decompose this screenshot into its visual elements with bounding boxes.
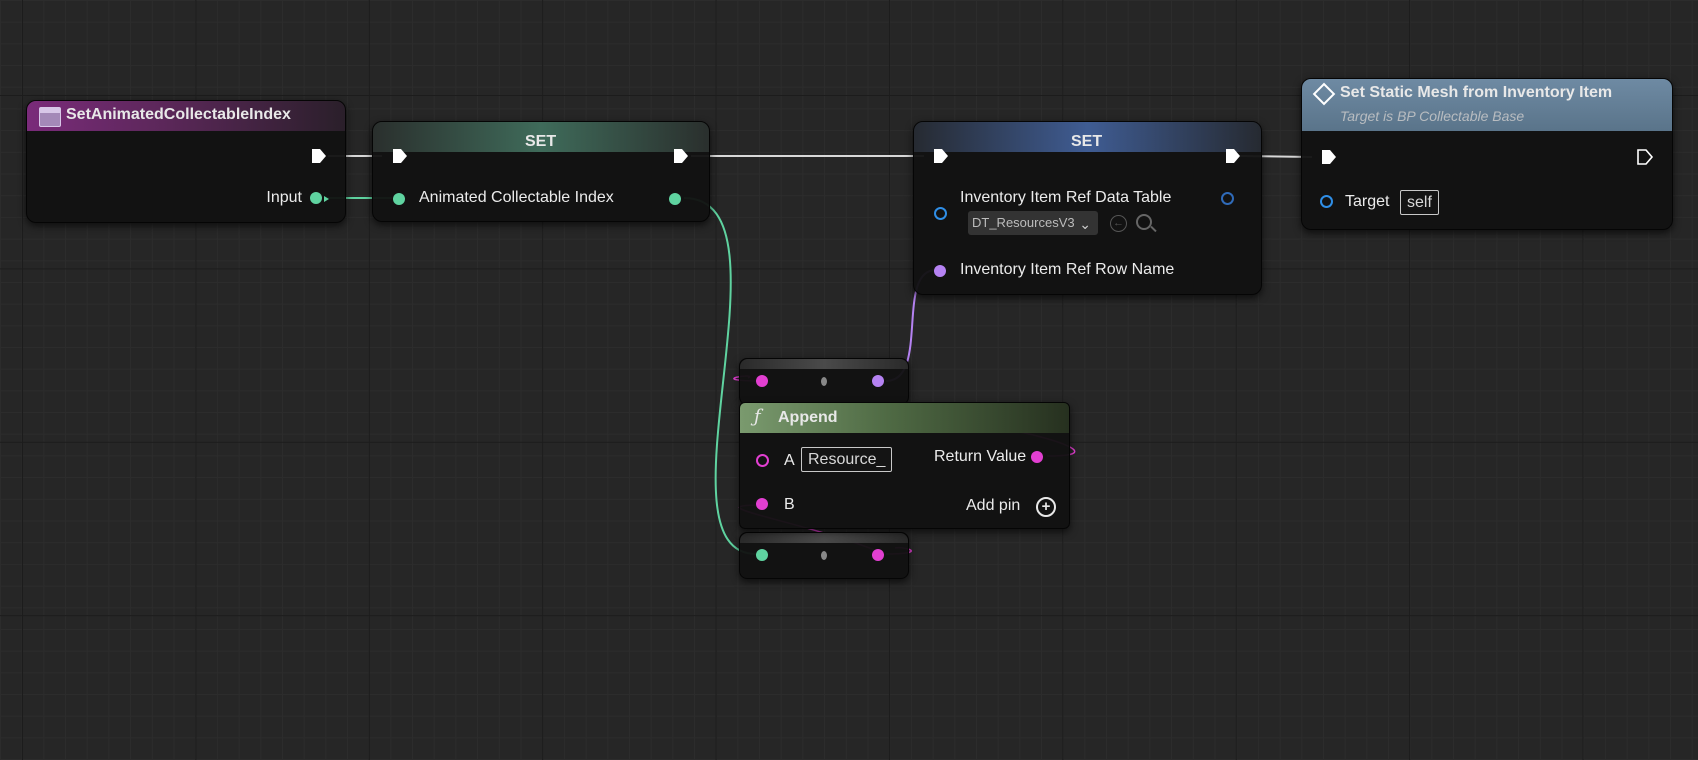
function-entry-node[interactable]: SetAnimatedCollectableIndex Input [26, 100, 346, 223]
pin-arrow-icon [324, 196, 329, 202]
target-label: Target [1345, 193, 1390, 210]
reroute-dot-icon [821, 377, 827, 386]
reroute-in-pin[interactable] [756, 549, 768, 561]
set-static-mesh-node[interactable]: Set Static Mesh from Inventory Item Targ… [1301, 78, 1673, 230]
node-title: Set Static Mesh from Inventory Item [1340, 84, 1613, 101]
data-table-in-pin[interactable] [934, 207, 947, 220]
node-title: Append [778, 409, 838, 426]
target-field[interactable]: self [1400, 190, 1439, 215]
exec-out-pin[interactable] [310, 147, 328, 165]
exec-in-pin[interactable] [932, 147, 950, 165]
node-header [740, 403, 1069, 433]
set-animated-index-node[interactable]: SET Animated Collectable Index [372, 121, 710, 222]
reroute-in-pin[interactable] [756, 375, 768, 387]
int-wire[interactable] [683, 197, 757, 555]
animated-index-in-pin[interactable] [393, 193, 405, 205]
return-value-label: Return Value [934, 448, 1027, 465]
node-subtitle: Target is BP Collectable Base [1340, 108, 1525, 124]
exec-out-pin[interactable] [672, 147, 690, 165]
node-title: SET [525, 133, 557, 150]
animated-index-out-pin[interactable] [669, 193, 681, 205]
reroute-out-pin[interactable] [872, 549, 884, 561]
function-entry-icon [39, 107, 61, 127]
add-pin-icon[interactable]: + [1036, 497, 1056, 517]
input-int-pin[interactable] [310, 192, 322, 204]
add-pin-label[interactable]: Add pin [966, 497, 1021, 514]
node-header [740, 533, 908, 543]
node-title: SetAnimatedCollectableIndex [66, 106, 291, 123]
append-node[interactable]: ƒ Append A Resource_ Return Value B Add … [739, 402, 1070, 529]
b-label: B [784, 496, 795, 513]
b-in-pin[interactable] [756, 498, 768, 510]
data-table-out-pin[interactable] [1221, 192, 1234, 205]
search-icon[interactable] [1136, 214, 1152, 230]
node-header [1302, 79, 1672, 131]
reroute-dot-icon [821, 551, 827, 560]
input-pin-label: Input [266, 189, 302, 206]
node-header [27, 101, 345, 131]
node-header [914, 122, 1261, 152]
animated-index-label: Animated Collectable Index [419, 189, 614, 206]
exec-in-pin[interactable] [1320, 148, 1338, 166]
target-pin[interactable] [1320, 195, 1333, 208]
reroute-node[interactable] [739, 358, 909, 405]
browse-asset-icon[interactable]: ← [1110, 215, 1127, 232]
search-icon-handle [1150, 225, 1157, 233]
node-header [373, 122, 709, 152]
data-table-select[interactable]: DT_ResourcesV3 ⌄ [968, 211, 1098, 235]
a-field[interactable]: Resource_ [801, 447, 893, 472]
row-name-label: Inventory Item Ref Row Name [960, 261, 1175, 278]
node-title: SET [1071, 133, 1103, 150]
data-table-select-value: DT_ResourcesV3 [972, 215, 1075, 230]
exec-out-pin[interactable] [1636, 148, 1654, 166]
node-header [740, 359, 908, 369]
a-in-pin[interactable] [756, 454, 769, 467]
reroute-node[interactable] [739, 532, 909, 579]
exec-in-pin[interactable] [391, 147, 409, 165]
row-name-in-pin[interactable] [934, 265, 946, 277]
exec-out-pin[interactable] [1224, 147, 1242, 165]
set-inventory-ref-node[interactable]: SET Inventory Item Ref Data Table DT_Res… [913, 121, 1262, 295]
reroute-out-pin[interactable] [872, 375, 884, 387]
return-value-pin[interactable] [1031, 451, 1043, 463]
a-label: A [784, 452, 795, 469]
function-f-icon: ƒ [754, 406, 761, 427]
chevron-down-icon: ⌄ [1079, 216, 1091, 232]
data-table-label: Inventory Item Ref Data Table [960, 189, 1172, 206]
